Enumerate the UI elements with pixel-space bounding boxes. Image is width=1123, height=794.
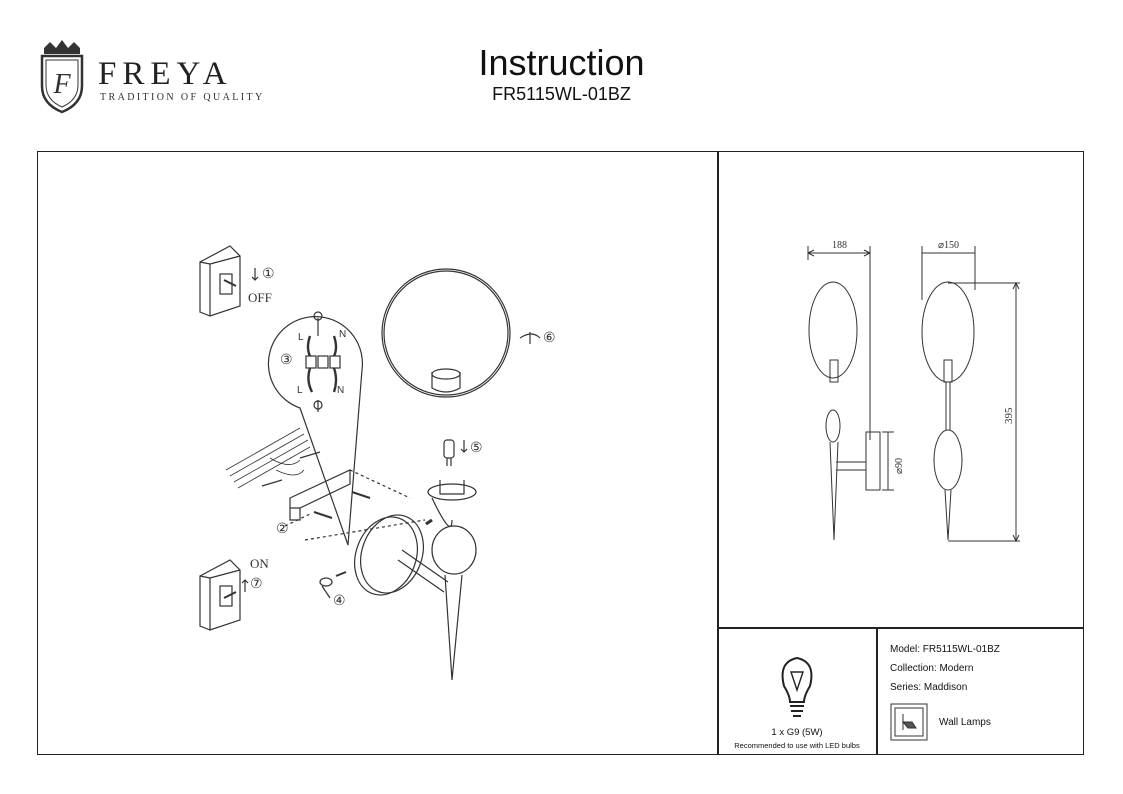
brand-name: FREYA	[98, 56, 233, 92]
spec-collection: Collection: Modern	[890, 663, 974, 674]
model-code: FR5115WL-01BZ	[492, 84, 631, 104]
page-title: Instruction	[478, 42, 645, 83]
bulb-spec: 1 x G9 (5W)	[771, 727, 823, 738]
wire-label-l-bottom: L	[297, 385, 303, 396]
wire-label-n-bottom: N	[337, 385, 344, 396]
step-2-label: ②	[276, 520, 289, 536]
spec-model: Model: FR5115WL-01BZ	[890, 644, 1000, 655]
panel-divider	[876, 627, 878, 755]
off-label: OFF	[248, 290, 272, 305]
step-4-label: ④	[333, 592, 346, 608]
light-bulb-icon	[781, 656, 813, 717]
freya-crest-icon: F	[40, 40, 84, 114]
panel-divider	[717, 151, 719, 755]
wall-lamp-icon	[890, 703, 928, 741]
step-7-label: ⑦	[250, 575, 263, 591]
wall-hatching	[225, 427, 311, 489]
step-1-label: ①	[262, 265, 275, 281]
front-view	[921, 246, 1020, 543]
on-label: ON	[250, 556, 269, 571]
lamp-shade	[381, 268, 541, 398]
panel-divider	[717, 627, 1084, 629]
spec-type: Wall Lamps	[939, 717, 991, 728]
base-diameter-dimension: ⌀90	[894, 458, 905, 474]
bulb-note: Recommended to use with LED bulbs	[734, 741, 860, 750]
instruction-frame	[37, 151, 1084, 755]
step-5-label: ⑤	[470, 439, 483, 455]
step-6-label: ⑥	[543, 329, 556, 345]
g9-bulb	[443, 439, 468, 466]
svg-text:F: F	[52, 69, 71, 100]
spec-series: Series: Maddison	[890, 682, 968, 693]
lamp-body	[354, 480, 477, 681]
height-dimension: 395	[1003, 407, 1015, 424]
width-dimension: 188	[832, 240, 847, 251]
side-view	[807, 246, 894, 541]
brand-tagline: TRADITION OF QUALITY	[100, 92, 265, 103]
wall-switch-on	[199, 559, 241, 631]
wire-label-n-top: N	[339, 329, 346, 340]
wiring-detail-bubble	[267, 311, 364, 546]
wire-label-l-top: L	[298, 332, 304, 343]
ring-and-screw	[319, 571, 347, 599]
mounting-bracket	[261, 451, 426, 541]
step-3-label: ③	[280, 351, 293, 367]
shade-diameter-dimension: ⌀150	[938, 240, 959, 251]
wall-switch-off	[199, 245, 241, 317]
